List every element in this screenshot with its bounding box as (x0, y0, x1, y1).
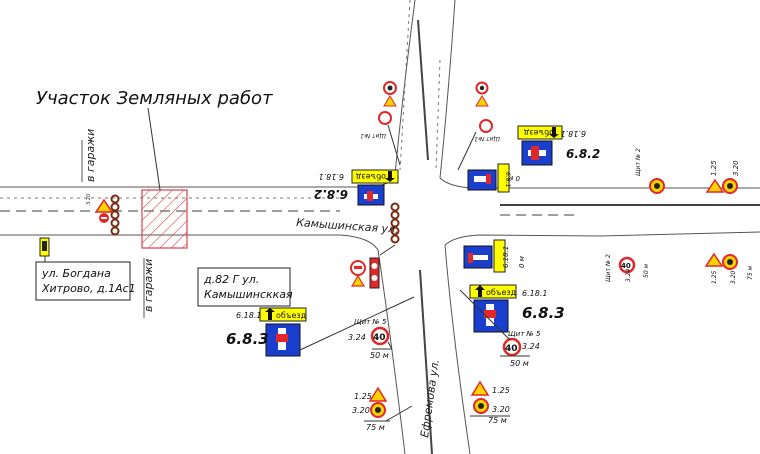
detour-sign-6-18-1-right: объезд 6.18.1 (469, 284, 547, 299)
garage-label-bottom: в гаражи (142, 259, 155, 312)
detour-sign-6-18-1-top: объезд 6.18.1 (319, 169, 399, 184)
address-box-right: д.82 Г ул. Камышинсккая (197, 267, 293, 307)
dead-end-sign-6-8-3-right: 6.8.3 (473, 299, 565, 333)
sign-column-right-lower: 40 Щит № 2 3.24 50 м 1.25 3.20 75 м (605, 252, 754, 284)
sign-6-8-1-top-right: 6.8.1 0 м (467, 163, 520, 193)
street-cross-label: Ефремова ул. (418, 358, 442, 438)
distance-label: 75 м (366, 423, 385, 432)
dead-end-sign-6-8-3-left: 6.8.3 (226, 323, 301, 357)
lane-lines (417, 19, 760, 454)
sign-label: 3.20 (86, 194, 92, 205)
sign-code: 3.20 (730, 270, 737, 284)
sign-pair-bottom-right: 1.25 3.20 75 м (470, 380, 510, 425)
sign-code: 1.25 (711, 270, 718, 284)
excavation-area (141, 189, 188, 249)
sign-column-right-upper: Щит № 2 1.25 3.20 (635, 148, 740, 194)
detour-text: объезд (523, 128, 554, 137)
sign-code: 6.18.1 (522, 289, 547, 298)
sign-code: 3.24 (522, 342, 540, 351)
street-main-label: Камышинская ул. (296, 216, 399, 236)
distance-label: 50 м (370, 351, 389, 360)
address-line: Хитрово, д.1Ас1 (41, 282, 136, 295)
sign-pair-bottom-left: 1.25 3.20 75 м (352, 386, 413, 432)
shield-label: Щит № 2 (605, 254, 612, 282)
distance-label: 75 м (747, 265, 754, 280)
detour-text: объезд (276, 311, 307, 320)
work-area-title: Участок Земляных работ (36, 88, 273, 109)
sign-code: 6.8.2 (314, 187, 348, 201)
sign-column-top-left: Щит №1 (360, 81, 401, 166)
sign-code: 6.8.3 (226, 330, 269, 348)
lane-dashes (0, 210, 580, 216)
roadwork-triangle-icon (94, 198, 114, 213)
sign-cluster-centre (350, 244, 396, 289)
sign-code: 1.25 (710, 160, 718, 176)
detour-sign-6-18-1-left: объезд 6.18.1 (236, 307, 307, 322)
sign-code: 6.18.1 (502, 246, 510, 268)
cone-line-left (110, 194, 120, 236)
sign-code: 3.24 (348, 333, 366, 342)
shield-label: Щит №1 (474, 135, 500, 142)
sign-code: 6.8.3 (522, 304, 565, 322)
dead-end-sign-6-8-2-right: 6.8.2 (521, 140, 600, 166)
sign-code: 6.18.1 (561, 129, 586, 138)
garage-label-top: в гаражи (84, 129, 97, 182)
distance-label: 75 м (488, 416, 507, 425)
sign-6-8-1-bottom-right: 6.18.1 0 м (463, 239, 526, 273)
address-line: Камышинсккая (204, 288, 293, 301)
speed-limit-40-left: 40 3.24 Щит № 5 50 м (299, 296, 415, 360)
address-line: ул. Богдана (41, 267, 111, 280)
detour-sign-6-18-1-right-top: объезд 6.18.1 (517, 125, 586, 140)
sign-code: 6.8.2 (566, 147, 600, 161)
shield-label: Щит № 5 (354, 318, 387, 326)
sign-column-top-right: Щит №1 (457, 81, 500, 171)
cone-line-right (390, 202, 400, 244)
shield-label: Щит № 2 (635, 148, 642, 176)
sign-code: 1.25 (492, 386, 510, 395)
sign-code: 3.24 (625, 268, 632, 282)
distance-label: 50 м (510, 359, 529, 368)
address-box-left: ул. Богдана Хитрово, д.1Ас1 (35, 261, 136, 301)
dead-end-sign-6-8-2-top: 6.8.2 (314, 184, 385, 206)
sign-code: 3.20 (492, 405, 510, 414)
shield-label: Щит № 5 (508, 330, 541, 338)
detour-text: объезд (486, 288, 517, 297)
sign-code: 6.18.1 (236, 311, 261, 320)
speed-limit-40-right: 40 3.24 Щит № 5 50 м (459, 289, 541, 368)
sign-code: 6.8.1 (504, 172, 511, 187)
sign-code: 3.20 (732, 160, 740, 176)
distance-label: 0 м (507, 174, 520, 182)
detour-text: объезд (355, 172, 386, 181)
sign-code: 1.25 (354, 392, 372, 401)
address-line: д.82 Г ул. (203, 273, 259, 286)
distance-label: 50 м (643, 263, 650, 278)
sign-code: 3.20 (352, 406, 370, 415)
sign-code: 6.18.1 (319, 172, 344, 181)
speed-value: 40 (373, 333, 386, 343)
shield-label: Щит №1 (360, 132, 386, 139)
speed-value: 40 (505, 344, 518, 354)
speed-value: 40 (621, 262, 631, 270)
distance-label: 0 м (518, 255, 526, 268)
